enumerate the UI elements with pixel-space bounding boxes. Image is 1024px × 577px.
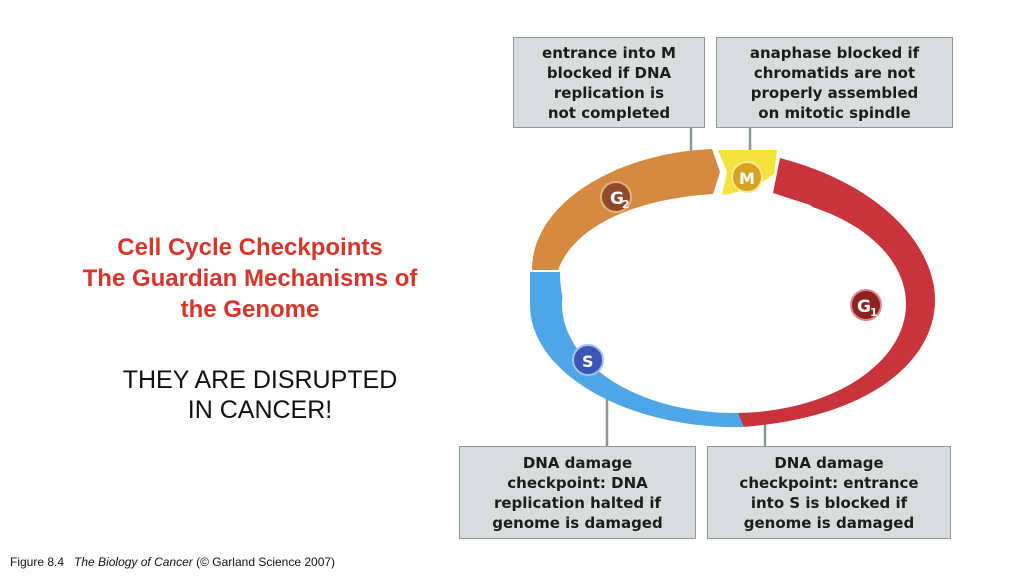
- caption-figure-number: Figure 8.4: [10, 555, 65, 569]
- checkpoint-g1-s-line-2: checkpoint: entrance: [739, 473, 919, 492]
- ring-center: [562, 195, 906, 413]
- g1-label: G 1: [850, 289, 882, 321]
- checkpoint-g1-s-line-3: into S is blocked if: [750, 493, 908, 512]
- g1-label-badge: [850, 289, 882, 321]
- s-label-badge: [572, 344, 604, 376]
- checkpoint-g2-m-line-4: not completed: [547, 103, 671, 122]
- checkpoint-s-phase-line-4: genome is damaged: [492, 513, 663, 532]
- checkpoint-g1-s-line-1: DNA damage: [774, 453, 884, 472]
- subtitle-line-1: THEY ARE DISRUPTED: [122, 366, 398, 394]
- caption-book-title: The Biology of Cancer: [74, 555, 193, 569]
- checkpoint-box-g2-m: entrance into M blocked if DNA replicati…: [513, 37, 705, 128]
- checkpoint-anaphase-line-2: chromatids are not: [753, 63, 916, 82]
- checkpoint-box-s-phase: DNA damage checkpoint: DNA replication h…: [459, 446, 696, 539]
- checkpoint-box-g1-s: DNA damage checkpoint: entrance into S i…: [707, 446, 951, 539]
- g2-letter: G: [610, 189, 624, 209]
- title-line-2: The Guardian Mechanisms of: [82, 265, 418, 292]
- g1-letter: G: [857, 297, 871, 317]
- g2-label: G 2: [600, 181, 632, 213]
- checkpoint-anaphase-line-4: on mitotic spindle: [758, 103, 911, 122]
- title-line-1: Cell Cycle Checkpoints: [117, 234, 383, 261]
- g2-subscript: 2: [622, 198, 630, 211]
- g2-label-badge: [600, 181, 632, 213]
- checkpoint-s-phase-line-3: replication halted if: [493, 493, 662, 512]
- m-label: M: [731, 161, 763, 193]
- checkpoint-g2-m-line-1: entrance into M: [542, 43, 676, 62]
- checkpoint-anaphase-line-3: properly assembled: [750, 83, 919, 102]
- checkpoint-g1-s-line-4: genome is damaged: [743, 513, 915, 532]
- caption-credit: (© Garland Science 2007): [196, 555, 336, 569]
- checkpoint-g2-m-line-3: replication is: [553, 83, 665, 102]
- checkpoint-box-anaphase: anaphase blocked if chromatids are not p…: [716, 37, 953, 128]
- s-label: S: [572, 344, 604, 376]
- m-letter: M: [739, 169, 755, 188]
- slide-subtitle: THEY ARE DISRUPTED IN CANCER!: [40, 365, 480, 425]
- title-line-3: the Genome: [180, 296, 320, 323]
- checkpoint-s-phase-line-1: DNA damage: [522, 453, 633, 472]
- slide-title: Cell Cycle Checkpoints The Guardian Mech…: [0, 232, 500, 325]
- subtitle-line-2: IN CANCER!: [187, 396, 333, 424]
- g2-phase-segment: [532, 149, 720, 270]
- checkpoint-anaphase-line-1: anaphase blocked if: [749, 43, 920, 62]
- figure-caption: Figure 8.4 The Biology of Cancer (© Garl…: [10, 555, 335, 569]
- s-letter: S: [582, 352, 594, 371]
- checkpoint-s-phase-line-2: checkpoint: DNA: [507, 473, 648, 492]
- g1-subscript: 1: [870, 306, 878, 319]
- m-label-badge: [731, 161, 763, 193]
- checkpoint-g2-m-line-2: blocked if DNA: [546, 63, 672, 82]
